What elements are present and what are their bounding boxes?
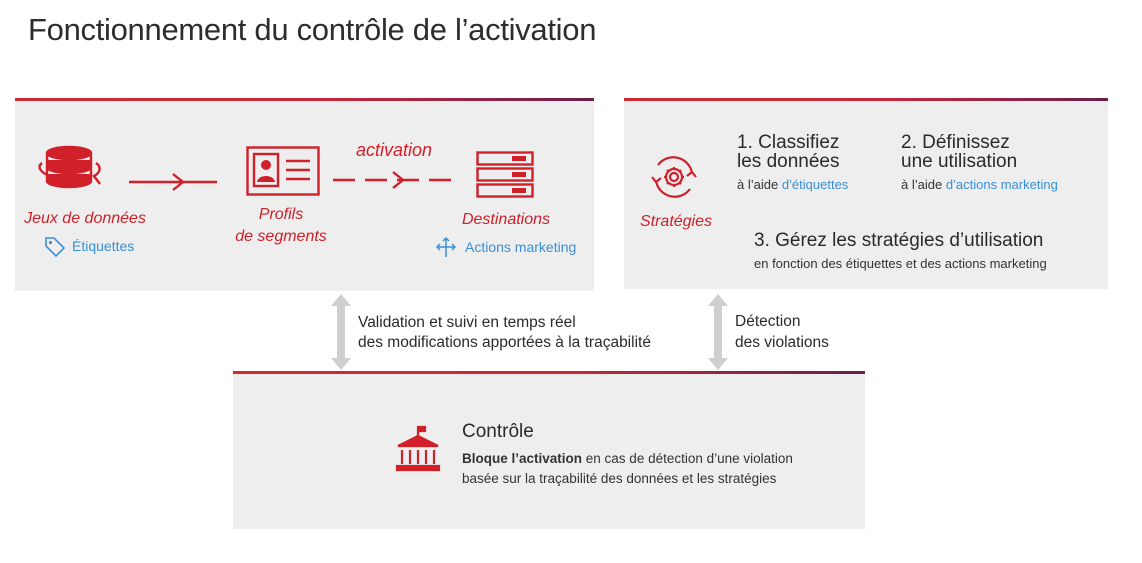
datasets-label: Jeux de données xyxy=(24,210,146,227)
database-icon xyxy=(38,145,101,189)
enforcement-panel-top-bar xyxy=(233,371,865,374)
diagram-title: Fonctionnement du contrôle de l’activati… xyxy=(28,12,597,47)
enforcement-title: Contrôle xyxy=(462,421,534,442)
step2-title-line1: 2. Définissez xyxy=(901,132,1010,153)
profiles-label-line1: Profils xyxy=(258,206,304,223)
destinations-sublabel: Actions marketing xyxy=(465,239,577,255)
step3-sub: en fonction des étiquettes et des action… xyxy=(754,256,1047,271)
connector-right-line1: Détection xyxy=(735,313,801,330)
step1-sub: à l’aide d’étiquettes xyxy=(737,177,849,192)
connector-left-line2: des modifications apportées à la traçabi… xyxy=(358,334,651,351)
activation-flow-arrow xyxy=(333,171,457,189)
bidirectional-arrow-left xyxy=(331,294,351,370)
server-stack-icon xyxy=(476,151,534,198)
flow-arrow-to-profiles xyxy=(129,173,217,191)
enforcement-panel xyxy=(233,374,865,529)
step1-title-line2: les données xyxy=(737,151,840,172)
policies-label: Stratégies xyxy=(639,213,713,230)
step3-title: 3. Gérez les stratégies d’utilisation xyxy=(754,230,1044,251)
bidirectional-arrow-right xyxy=(708,294,728,370)
connector-right-line2: des violations xyxy=(735,334,829,351)
connector-left-line1: Validation et suivi en temps réel xyxy=(358,314,576,331)
step2-title-line2: une utilisation xyxy=(901,151,1018,172)
enforcement-text-line1: Bloque l’activation en cas de détection … xyxy=(462,451,793,466)
courthouse-icon xyxy=(395,425,441,472)
activation-panel-top-bar xyxy=(15,98,594,101)
enforcement-text-line2: basée sur la traçabilité des données et … xyxy=(462,471,777,486)
activation-flow-label: activation xyxy=(356,140,433,160)
policy-cycle-gear-icon xyxy=(651,156,697,198)
profiles-label-line2: de segments xyxy=(235,228,327,245)
step1-title-line1: 1. Classifiez xyxy=(737,132,840,153)
policies-panel xyxy=(624,101,1108,289)
marketing-actions-icon xyxy=(435,236,457,257)
tag-icon xyxy=(45,237,66,258)
datasets-sublabel: Étiquettes xyxy=(72,238,135,254)
step2-sub: à l’aide d’actions marketing xyxy=(901,177,1058,192)
profile-card-icon xyxy=(246,146,320,196)
destinations-label: Destinations xyxy=(461,211,551,228)
policies-panel-top-bar xyxy=(624,98,1108,101)
